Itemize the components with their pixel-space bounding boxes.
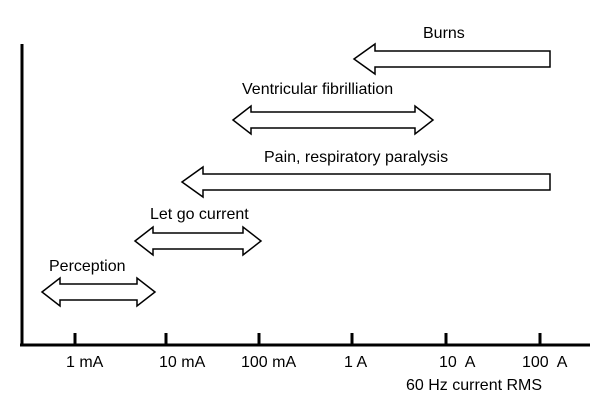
let-go-current-label: Let go current [150, 206, 249, 223]
burns-arrow [352, 42, 551, 76]
burns-label: Burns [423, 25, 465, 42]
tick-label-1ma: 1 mA [66, 354, 104, 371]
let-go-current-arrow [133, 225, 263, 257]
tick-label-100ma: 100 mA [241, 354, 296, 371]
tick-label-1a: 1 A [344, 354, 367, 371]
ventricular-fibrillation-label: Ventricular fibrilliation [242, 81, 393, 98]
pain-respiratory-paralysis-arrow [180, 165, 551, 199]
perception-label: Perception [49, 258, 126, 275]
tick-label-10ma: 10 mA [159, 354, 206, 371]
tick-label-10a: 10 A [439, 354, 476, 371]
tick-label-100a: 100 A [522, 354, 568, 371]
ventricular-fibrillation-arrow [231, 104, 435, 136]
perception-arrow [40, 276, 157, 308]
axis-title: 60 Hz current RMS [406, 377, 542, 394]
pain-respiratory-paralysis-label: Pain, respiratory paralysis [264, 149, 448, 166]
